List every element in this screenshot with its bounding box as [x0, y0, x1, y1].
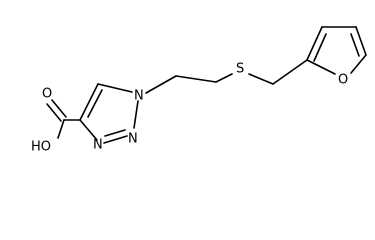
bond-ch2-furan [272, 59, 308, 85]
bond-c4-c5-inner [350, 33, 360, 57]
bond-o-c2 [306, 59, 336, 75]
furan-ring [306, 26, 367, 75]
bond-s-ch2 [248, 73, 274, 85]
bond-ch2-s [215, 73, 233, 83]
atom-label-triazole-n3: N [93, 138, 103, 153]
atom-label-thioether-sulfur: S [236, 62, 244, 77]
carboxylic-acid-group [46, 99, 81, 139]
bond-c-carbonyl-o-double-a [46, 103, 62, 122]
triazole-ring [79, 83, 139, 144]
atom-label-furan-oxygen: O [338, 73, 348, 88]
bond-c-hydroxyl [57, 119, 65, 139]
atom-label-carbonyl-oxygen: O [42, 87, 52, 102]
bond-c5-o [350, 54, 367, 74]
bond-n1-n2 [133, 100, 139, 129]
bond-c-carbonyl-o-double-b [51, 99, 67, 118]
bond-n3-c4 [79, 119, 98, 141]
bond-n2-n3 [103, 135, 128, 144]
bond-c4-c5 [79, 83, 99, 121]
ethyl-thioether-chain [145, 59, 308, 94]
atom-label-triazole-n2: N [128, 132, 138, 147]
bond-c5-n1 [97, 83, 133, 93]
bond-c2-c3-inner [313, 33, 327, 62]
molecule-structure: HO O N N N S O [31, 26, 367, 155]
bond-c2-c3 [306, 26, 323, 61]
bond-ch2-ch2 [175, 75, 217, 83]
bond-c4-c5 [355, 26, 367, 56]
atom-label-triazole-n1: N [134, 89, 144, 104]
bond-n2-n3-inner [104, 129, 126, 137]
atom-label-hydroxyl: HO [31, 140, 51, 155]
bond-n1-ch2 [145, 75, 177, 94]
bond-c4-c5-inner [87, 89, 103, 118]
